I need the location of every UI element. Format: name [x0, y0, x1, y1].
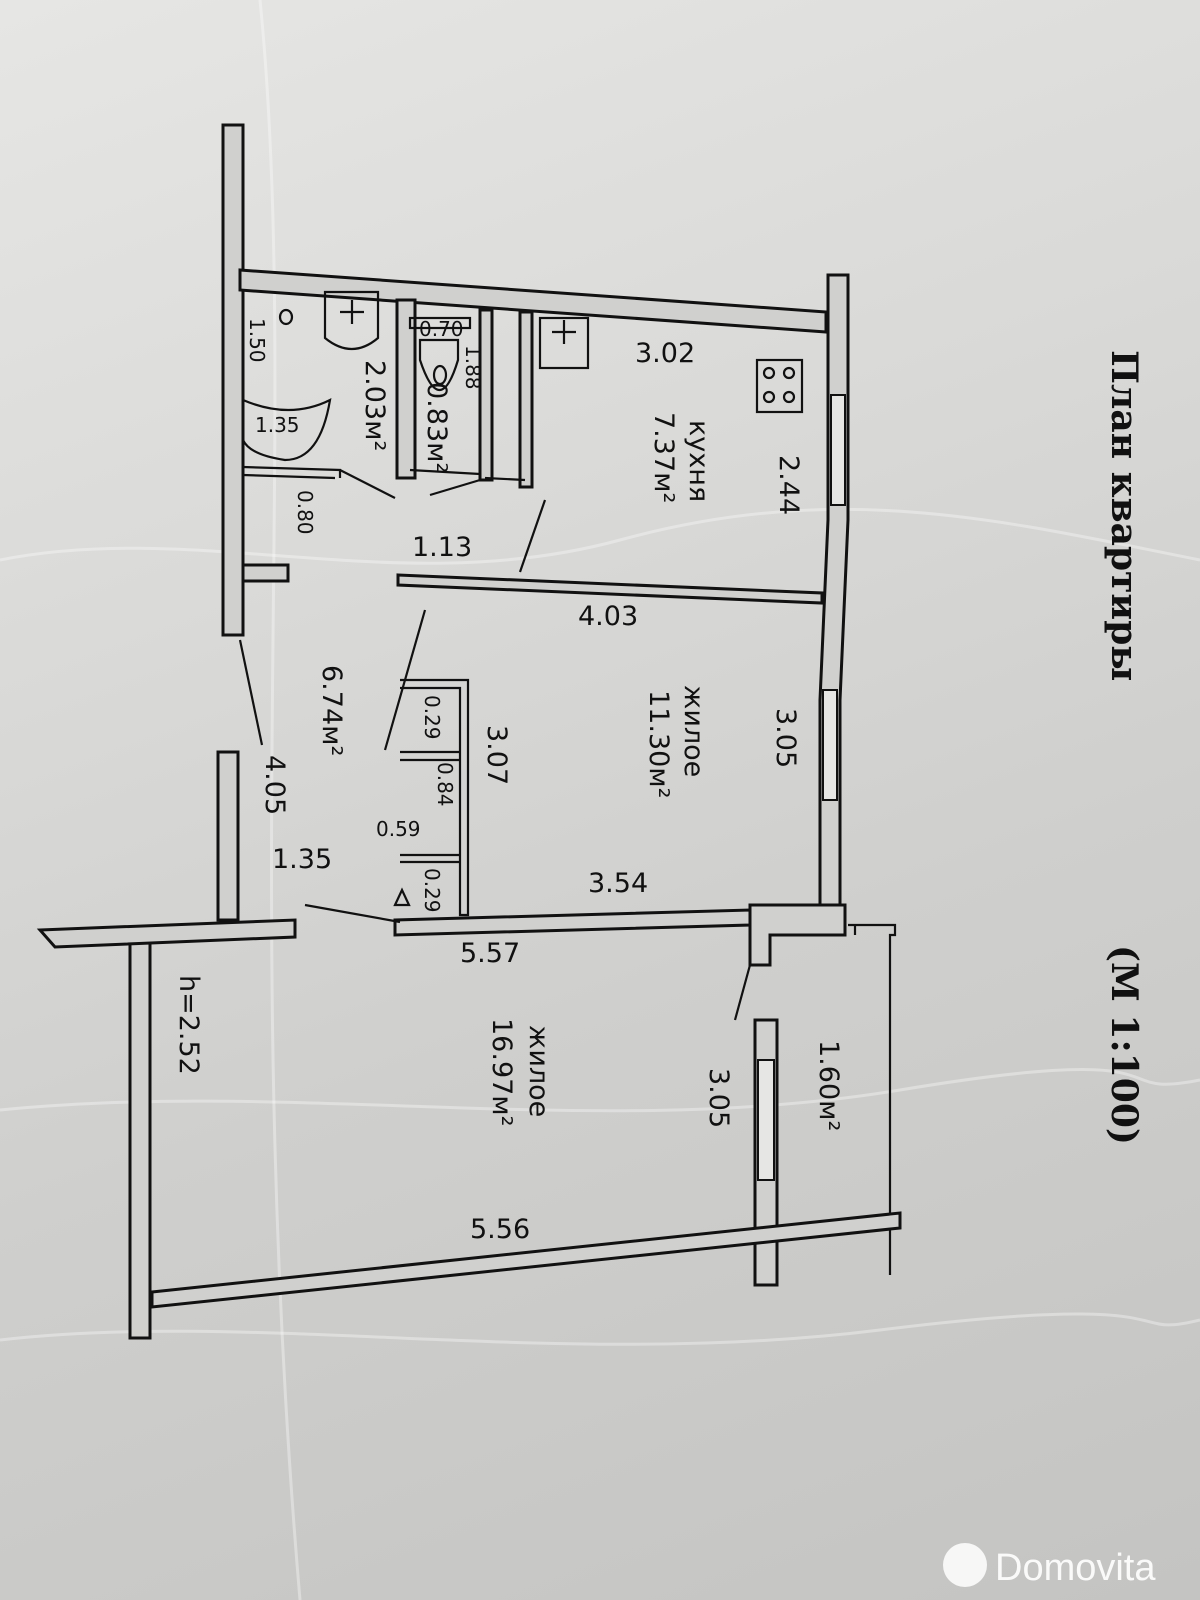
dim-0-59: 0.59 — [376, 817, 421, 841]
fixtures — [242, 290, 804, 907]
dim-1-13: 1.13 — [412, 532, 472, 563]
watermark: Domovita — [943, 1543, 1156, 1589]
living-2-area: 16.97м² — [486, 1018, 517, 1127]
dim-3-54: 3.54 — [588, 868, 648, 899]
bath-sink-icon — [323, 290, 380, 351]
dim-2-44: 2.44 — [773, 455, 804, 515]
plan-title: План квартиры — [1103, 350, 1145, 681]
dim-0-70: 0.70 — [419, 317, 464, 341]
watermark-text: Domovita — [995, 1547, 1156, 1589]
dim-1-50: 1.50 — [245, 318, 269, 363]
doors — [238, 469, 752, 1021]
dim-1-35-a: 1.35 — [255, 413, 300, 437]
dim-3-02: 3.02 — [635, 338, 695, 369]
toilet-icon — [408, 316, 472, 330]
dim-3-05-a: 3.05 — [770, 708, 801, 768]
living-2-name: жилое — [523, 1025, 554, 1117]
living-1-area: 11.30м² — [643, 690, 674, 799]
watermark-logo-icon — [943, 1543, 987, 1587]
dim-1-35-b: 1.35 — [272, 844, 332, 875]
dim-3-05-b: 3.05 — [703, 1068, 734, 1128]
dim-0-84: 0.84 — [433, 762, 457, 807]
dim-4-05: 4.05 — [259, 755, 290, 815]
kitchen-area: 7.37м² — [648, 412, 679, 503]
dim-3-07: 3.07 — [481, 725, 512, 785]
walls — [36, 123, 902, 1340]
dim-1-88: 1.88 — [461, 345, 485, 390]
kitchen-name: кухня — [683, 420, 714, 502]
dimension-labels: 3.02 2.44 1.13 4.03 3.05 3.07 3.54 5.57 … — [245, 317, 804, 1245]
dim-4-03: 4.03 — [578, 601, 638, 632]
dim-5-57: 5.57 — [460, 938, 520, 969]
dim-0-29-b: 0.29 — [420, 868, 444, 913]
wc-area: 0.83м² — [421, 382, 452, 473]
bath-area: 2.03м² — [359, 360, 390, 451]
living-1-name: жилое — [678, 685, 709, 777]
dim-0-80: 0.80 — [293, 490, 317, 535]
hall-area: 6.74м² — [316, 665, 347, 756]
bathtub-icon — [242, 398, 332, 462]
ceiling-height: h=2.52 — [173, 975, 204, 1075]
balcony-area: 1.60м² — [813, 1040, 844, 1131]
dim-5-56: 5.56 — [470, 1214, 530, 1245]
stove-icon — [755, 358, 804, 414]
kitchen-sink-icon — [538, 316, 590, 370]
room-labels: кухня 7.37м² жилое 11.30м² жилое 16.97м²… — [173, 360, 844, 1131]
dim-0-29-a: 0.29 — [420, 695, 444, 740]
plan-scale: (М 1:100) — [1103, 945, 1145, 1145]
